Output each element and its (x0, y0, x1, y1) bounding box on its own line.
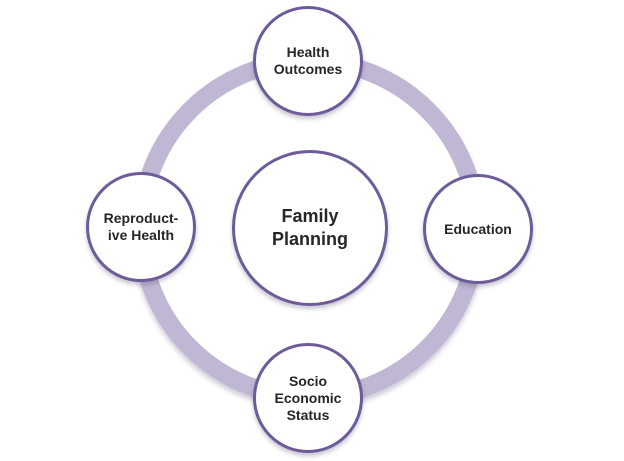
node-circle-reproductive-health: Reproduct- ive Health (86, 172, 196, 282)
node-circle-health-outcomes: Health Outcomes (253, 6, 363, 116)
node-label-line: Status (286, 406, 330, 423)
node-label-line: Health (286, 44, 330, 60)
node-label-line: Economic (274, 389, 342, 406)
node-label-line: Outcomes (273, 61, 343, 77)
center-circle-family-planning: Family Planning (232, 150, 388, 306)
node-label-line: Socio (288, 372, 328, 389)
node-label-line: Reproduct- (103, 210, 179, 226)
center-label-line: Planning (272, 229, 348, 249)
node-circle-socio-economic-status: Socio Economic Status (253, 343, 363, 453)
node-label-line: ive Health (107, 227, 175, 243)
node-circle-education: Education (423, 174, 533, 284)
node-label-line: Education (444, 220, 512, 237)
center-label-line: Family (281, 206, 339, 226)
